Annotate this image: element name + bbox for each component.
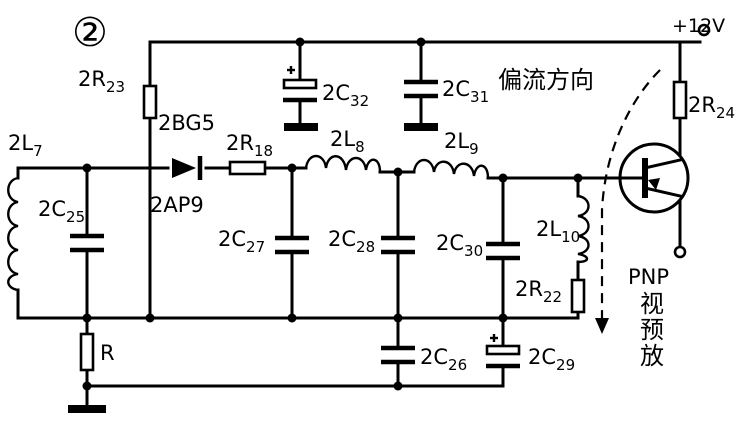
junction-dot	[82, 313, 92, 323]
label-2l10: 2L10	[536, 217, 580, 246]
transistor-caption-line2: 预	[640, 316, 664, 344]
resistor-2r18	[228, 160, 267, 176]
label-2c30: 2C30	[436, 231, 483, 260]
junction-dot	[573, 173, 583, 183]
junction-dot	[393, 381, 403, 391]
resistor-2r22	[570, 278, 586, 314]
label-2r18: 2R18	[226, 131, 273, 160]
junction-dot	[82, 163, 92, 173]
resistor-r	[79, 332, 95, 372]
junction-dot	[416, 37, 426, 47]
inductor-2l10	[577, 194, 590, 264]
label-2l7: 2L7	[8, 131, 43, 160]
junction-dot	[287, 163, 297, 173]
capacitor-2c25	[70, 233, 104, 253]
junction-dot	[145, 313, 155, 323]
supply-label: +12V	[672, 15, 725, 37]
resistor-2r24	[672, 80, 688, 120]
capacitor-2c28	[381, 235, 415, 255]
transistor-collector	[643, 158, 682, 170]
junction-dot	[393, 313, 403, 323]
label-2r22: 2R22	[515, 277, 562, 306]
label-2r24: 2R24	[688, 93, 735, 122]
label-r: R	[100, 341, 115, 365]
junction-dot	[82, 381, 92, 391]
diode-label-2ap9: 2AP9	[150, 193, 204, 217]
resistor-2r23	[142, 84, 158, 120]
capacitor-2c31	[404, 79, 438, 99]
label-2r23: 2R23	[78, 67, 125, 96]
junction-dot	[287, 313, 297, 323]
label-2c25: 2C25	[38, 197, 85, 226]
label-2c29: 2C29	[528, 345, 575, 374]
junction-dot	[393, 167, 403, 177]
diode-label-2bg5: 2BG5	[158, 111, 215, 135]
inductor-2l7	[7, 176, 19, 292]
capacitor-2c26	[381, 345, 415, 365]
inductor-2l9	[412, 158, 490, 179]
emitter-arrow	[648, 178, 660, 190]
capacitor-2c29	[485, 334, 521, 369]
bias-direction-line	[600, 69, 661, 318]
label-2c31: 2C31	[442, 77, 489, 106]
transistor-caption-line3: 放	[640, 342, 664, 370]
bias-direction-label: 偏流方向	[498, 66, 594, 94]
bias-direction-arrow	[595, 318, 609, 334]
label-2c27: 2C27	[218, 227, 265, 256]
diode-triangle	[172, 158, 196, 178]
capacitor-2c30	[486, 241, 520, 261]
figure-number: ②	[72, 10, 108, 56]
diode-2bg5	[172, 156, 203, 180]
capacitor-2c27	[275, 235, 309, 255]
transistor-type-label: PNP	[628, 265, 669, 289]
label-2l8: 2L8	[330, 127, 365, 156]
label-2c26: 2C26	[420, 345, 467, 374]
pnp-transistor	[618, 142, 690, 214]
capacitor-2c32	[282, 66, 318, 103]
junction-dot	[498, 173, 508, 183]
inductor-2l8	[304, 154, 382, 173]
transistor-caption-line1: 视	[640, 290, 664, 318]
junction-dots	[82, 37, 583, 391]
output-terminal	[673, 245, 687, 259]
label-2l9: 2L9	[444, 129, 479, 158]
label-2c28: 2C28	[328, 227, 375, 256]
supply-terminal	[697, 23, 711, 37]
transistor-emitter	[643, 186, 682, 198]
junction-dot	[498, 313, 508, 323]
label-2c32: 2C32	[322, 81, 369, 110]
junction-dot	[295, 37, 305, 47]
